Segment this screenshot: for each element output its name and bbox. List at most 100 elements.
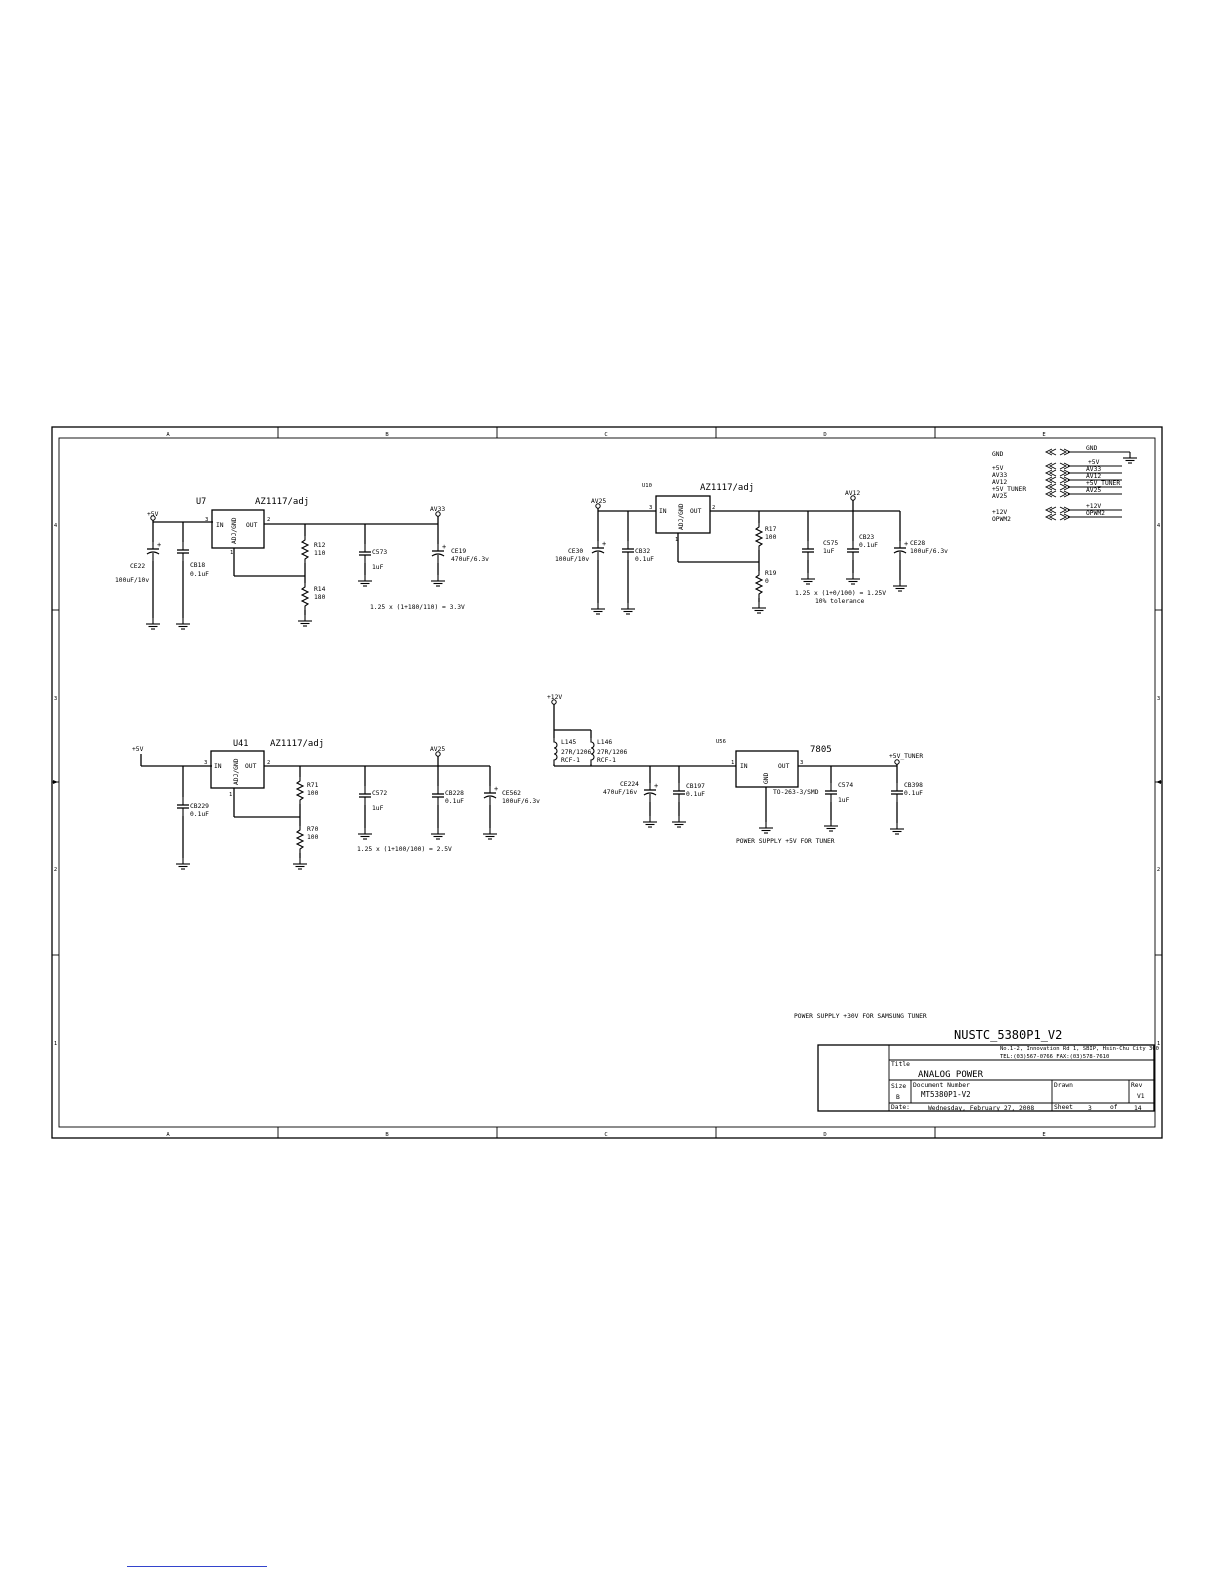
electrolytic-capacitor-icon: [893, 539, 909, 561]
pin-number: 2: [712, 505, 715, 511]
capacitor-icon: [176, 796, 190, 817]
col-label: E: [1042, 1132, 1045, 1138]
ground-icon: [889, 822, 905, 835]
component-value: 110: [314, 550, 326, 557]
component-value: 0.1uF: [686, 791, 705, 798]
resistor-icon: [301, 582, 309, 611]
electrolytic-capacitor-icon: [643, 781, 659, 803]
legend-net-name: +5V_TUNER: [1086, 480, 1120, 487]
resistor-icon: [755, 522, 763, 551]
inductor-icon: [590, 737, 595, 765]
component-value: 100uF/6.3v: [910, 548, 948, 555]
ground-icon: [175, 617, 191, 630]
component-value: 1uF: [372, 805, 384, 812]
drawn-label: Drawn: [1054, 1082, 1073, 1089]
capacitor-icon: [431, 785, 445, 806]
regulator-u41: [210, 750, 265, 789]
net-label: AV33: [430, 506, 445, 513]
row-label: 3: [1157, 696, 1160, 702]
regulator-u56-circuit: +12V L145 27R/1206 RCF-1 L146 27R/1206 R…: [547, 694, 923, 845]
company-contact: TEL:(03)567-0766 FAX:(03)578-7610: [1000, 1054, 1109, 1060]
capacitor-icon: [621, 540, 635, 561]
regulator-u7-circuit: +5V CE22 100uF/10v CB18 0.1uF U7 AZ1117/…: [115, 497, 489, 630]
legend-net-name: AV33: [1086, 466, 1101, 473]
col-label: E: [1042, 432, 1045, 438]
legend-net-name: GND: [1086, 445, 1098, 452]
component-ref: R12: [314, 542, 326, 549]
col-label: D: [823, 1132, 826, 1138]
component-value: 0.1uF: [190, 571, 209, 578]
legend-net-name: +5V: [1088, 459, 1100, 466]
sheet-label: Sheet: [1054, 1104, 1073, 1111]
capacitor-icon: [824, 782, 838, 803]
component-value: 0.1uF: [859, 542, 878, 549]
legend-net-label: +12V: [992, 509, 1007, 516]
row-label: 4: [54, 523, 58, 529]
component-ref: CB18: [190, 562, 205, 569]
electrolytic-capacitor-icon: [431, 542, 447, 564]
regulator-u7: [211, 509, 265, 549]
ground-icon: [620, 602, 636, 615]
component-ref: U41: [233, 739, 248, 749]
component-ref: CB23: [859, 534, 874, 541]
legend-net-label: AV25: [992, 493, 1007, 500]
pin-label: IN: [216, 522, 224, 529]
component-ref: R17: [765, 526, 777, 533]
pin-label: OUT: [690, 508, 702, 515]
component-value: 0.1uF: [635, 556, 654, 563]
col-label: C: [604, 432, 607, 438]
component-ref: L146: [597, 739, 612, 746]
ground-icon: [892, 579, 908, 592]
sheet-title: ANALOG POWER: [918, 1070, 984, 1080]
ground-icon: [1122, 451, 1138, 464]
power-port-icon: [894, 759, 900, 765]
drawing-frame: A B C D E A B C D E 4 3 2 1 4 3 2 1: [51, 426, 1163, 1139]
component-ref: CE30: [568, 548, 583, 555]
resistor-icon: [755, 570, 763, 599]
component-value: 100uF/10v: [555, 556, 589, 563]
project-name: NUSTC_5380P1_V2: [954, 1028, 1062, 1042]
ground-icon: [357, 574, 373, 587]
tuner-note: POWER SUPPLY +5V FOR TUNER: [736, 838, 835, 845]
component-ref: CB32: [635, 548, 650, 555]
legend-net-label: GND: [992, 451, 1004, 458]
component-ref: U7: [196, 497, 206, 507]
date-label: Date:: [891, 1104, 910, 1111]
component-ref: R70: [307, 826, 319, 833]
sheet-total: 14: [1134, 1105, 1142, 1112]
regulator-u41-circuit: +5V CB229 0.1uF U41 AZ1117/adj IN OUT AD…: [132, 739, 540, 870]
pin-number: 1: [731, 760, 734, 766]
ground-icon: [482, 827, 498, 840]
part-name: AZ1117/adj: [255, 497, 309, 507]
ground-icon: [357, 827, 373, 840]
pin-label: OUT: [246, 522, 258, 529]
component-type: RCF-1: [561, 757, 580, 764]
legend-net-label: AV33: [992, 472, 1007, 479]
ground-icon: [430, 574, 446, 587]
pin-number: 3: [205, 517, 208, 523]
legend-net-label: OPWM2: [992, 516, 1011, 523]
component-ref: C574: [838, 782, 853, 789]
component-ref: C572: [372, 790, 387, 797]
capacitor-icon: [176, 541, 190, 562]
resistor-icon: [301, 535, 309, 564]
ground-icon: [145, 617, 161, 630]
pin-label: IN: [740, 763, 748, 770]
electrolytic-capacitor-icon: [146, 540, 162, 562]
row-label: 3: [54, 696, 57, 702]
size-label: Size: [891, 1083, 906, 1090]
component-ref: CE224: [620, 781, 639, 788]
capacitor-icon: [801, 540, 815, 561]
pin-number: 3: [800, 760, 803, 766]
component-ref: CB398: [904, 782, 923, 789]
component-ref: L145: [561, 739, 576, 746]
component-value: 0.1uF: [445, 798, 464, 805]
ground-icon: [430, 827, 446, 840]
net-label: +5V_TUNER: [889, 753, 923, 760]
pin-number: 3: [204, 760, 207, 766]
pin-label: OUT: [245, 763, 257, 770]
legend-net-name: AV25: [1086, 487, 1101, 494]
footer-link-underline[interactable]: [127, 1566, 267, 1567]
pin-number: 2: [267, 760, 270, 766]
